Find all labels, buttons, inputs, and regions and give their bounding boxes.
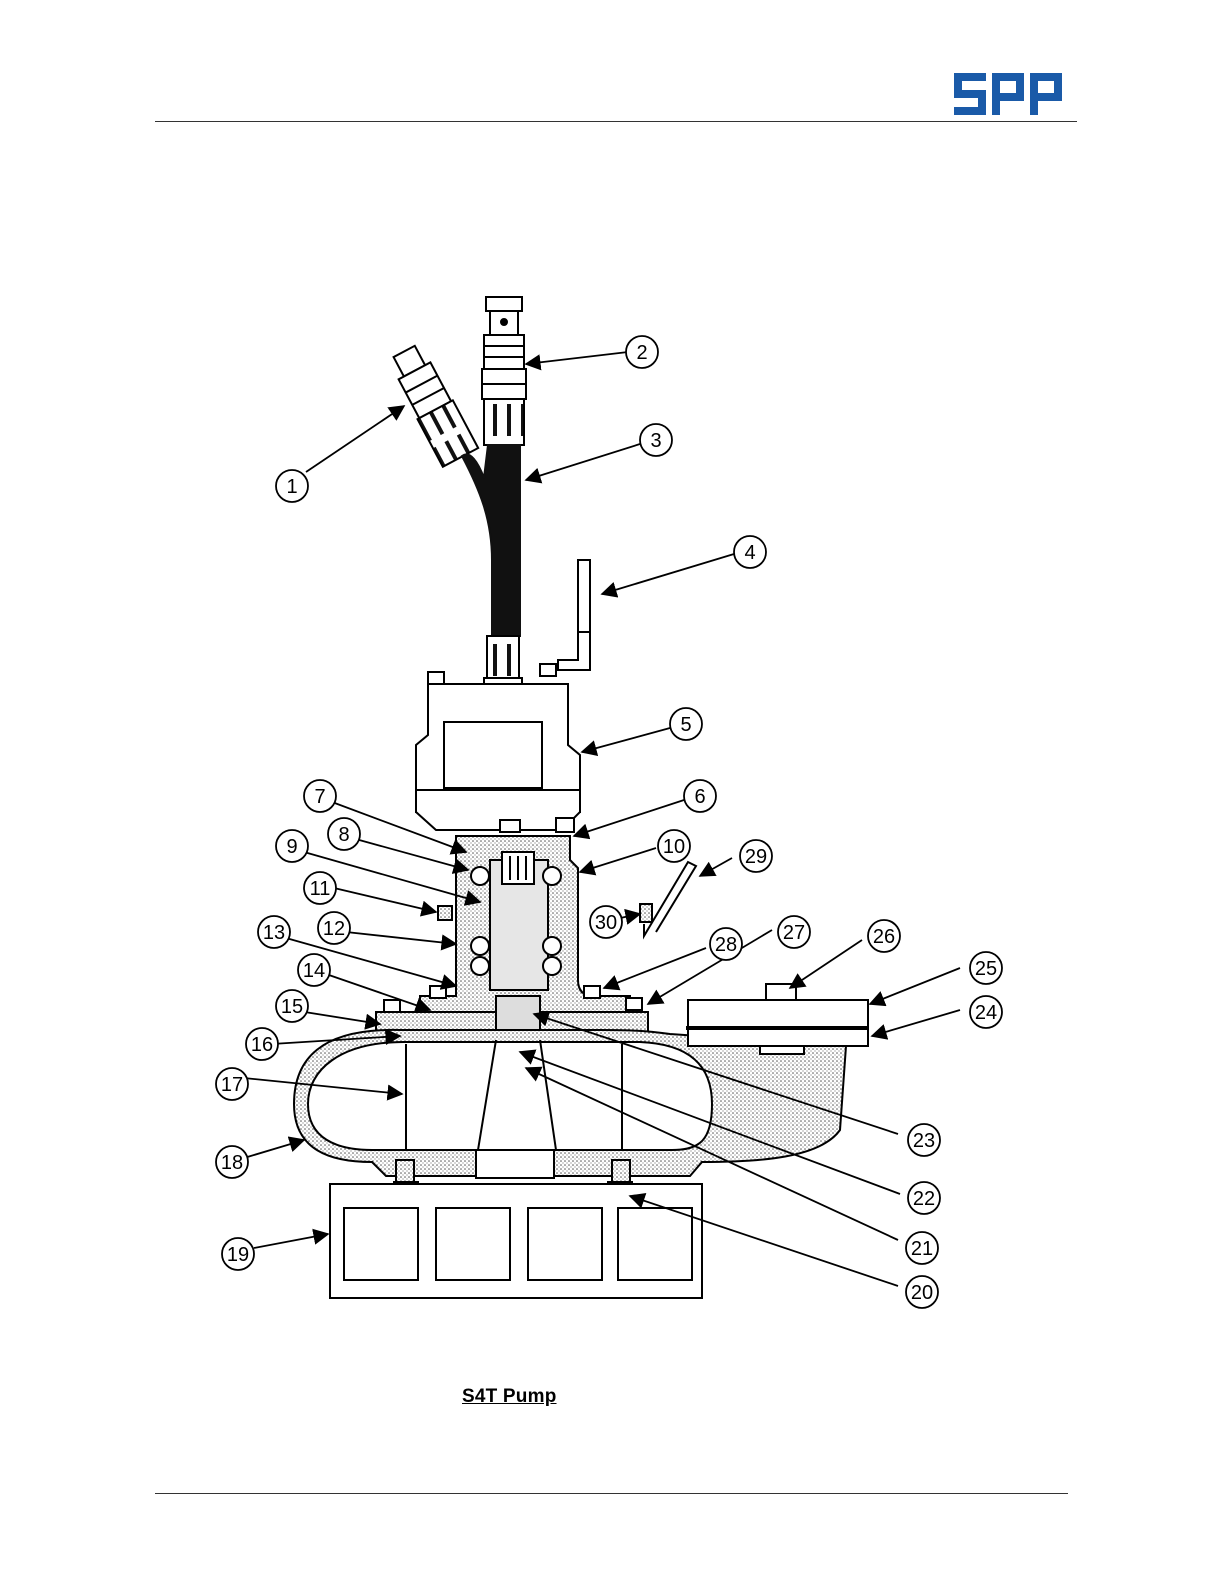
callout-15: 15	[276, 990, 308, 1022]
callout-10: 10	[658, 830, 690, 862]
callout-label: 20	[911, 1282, 933, 1304]
callout-label: 5	[680, 714, 691, 736]
discharge-cover	[686, 984, 868, 1054]
callout-25: 25	[970, 952, 1002, 984]
callout-label: 29	[745, 846, 767, 868]
callout-label: 27	[783, 922, 805, 944]
callout-12: 12	[318, 912, 350, 944]
callout-16: 16	[246, 1028, 278, 1060]
callout-30: 30	[590, 906, 622, 938]
callout-9: 9	[276, 830, 308, 862]
callout-13: 13	[258, 916, 290, 948]
callout-label: 10	[663, 836, 685, 858]
callout-6: 6	[684, 780, 716, 812]
callout-label: 30	[595, 912, 617, 934]
hydraulic-hose	[462, 445, 520, 636]
bolt-part-30	[640, 904, 652, 922]
callout-19: 19	[222, 1238, 254, 1270]
callout-label: 24	[975, 1002, 997, 1024]
callout-27: 27	[778, 916, 810, 948]
callout-23: 23	[908, 1124, 940, 1156]
callout-4: 4	[734, 536, 766, 568]
callout-label: 2	[636, 342, 647, 364]
callout-label: 21	[911, 1238, 933, 1260]
callout-20: 20	[906, 1276, 938, 1308]
callout-label: 15	[281, 996, 303, 1018]
callout-2: 2	[626, 336, 658, 368]
callout-5: 5	[670, 708, 702, 740]
callout-label: 14	[303, 960, 325, 982]
callout-21: 21	[906, 1232, 938, 1264]
callout-label: 22	[913, 1188, 935, 1210]
callout-label: 19	[227, 1244, 249, 1266]
callout-26: 26	[868, 920, 900, 952]
callout-label: 16	[251, 1034, 273, 1056]
callout-7: 7	[304, 780, 336, 812]
hydraulic-motor	[416, 664, 580, 832]
callout-label: 13	[263, 922, 285, 944]
callout-22: 22	[908, 1182, 940, 1214]
callout-label: 7	[314, 786, 325, 808]
callout-label: 4	[744, 542, 755, 564]
callout-11: 11	[304, 872, 336, 904]
callout-label: 26	[873, 926, 895, 948]
pin-part-29	[644, 862, 696, 936]
callout-29: 29	[740, 840, 772, 872]
callout-label: 8	[338, 824, 349, 846]
callout-label: 17	[221, 1074, 243, 1096]
figure-caption: S4T Pump	[462, 1386, 557, 1408]
callout-28: 28	[710, 928, 742, 960]
callout-18: 18	[216, 1146, 248, 1178]
callout-label: 11	[310, 878, 331, 900]
hose-fitting-1	[387, 342, 479, 467]
callout-label: 23	[913, 1130, 935, 1152]
callout-17: 17	[216, 1068, 248, 1100]
lifting-handle	[558, 560, 590, 670]
callout-label: 1	[286, 476, 297, 498]
hose-fitting-2	[482, 297, 526, 445]
callout-24: 24	[970, 996, 1002, 1028]
callout-3: 3	[640, 424, 672, 456]
callout-label: 28	[715, 934, 737, 956]
callout-label: 18	[221, 1152, 243, 1174]
callout-1: 1	[276, 470, 308, 502]
callout-8: 8	[328, 818, 360, 850]
callout-label: 6	[694, 786, 705, 808]
callout-label: 9	[286, 836, 297, 858]
callout-14: 14	[298, 954, 330, 986]
callout-label: 3	[650, 430, 661, 452]
pump-drawing	[294, 297, 868, 1298]
footer-rule	[155, 1493, 1068, 1494]
callout-label: 12	[323, 918, 345, 940]
callout-label: 25	[975, 958, 997, 980]
